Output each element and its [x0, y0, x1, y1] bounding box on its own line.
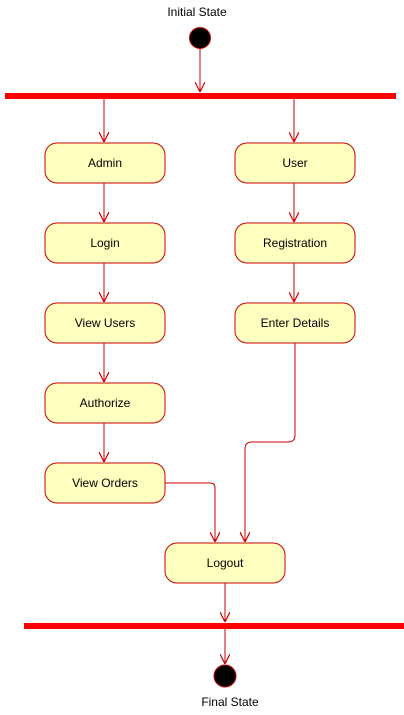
activity-logout: Logout [164, 542, 286, 584]
join-bar [24, 623, 404, 629]
activity-registration-label: Registration [263, 236, 327, 250]
activity-login-label: Login [90, 236, 119, 250]
activity-authorize-label: Authorize [80, 396, 131, 410]
fork-bar [5, 93, 396, 99]
activity-logout-label: Logout [207, 556, 244, 570]
edge-enter-details-to-logout [245, 343, 296, 541]
activity-user-label: User [282, 156, 307, 170]
initial-state-node [189, 27, 211, 49]
activity-admin: Admin [44, 142, 166, 184]
activity-enter-details-label: Enter Details [261, 316, 330, 330]
edge-view-orders-to-logout [165, 482, 215, 541]
activity-view-users: View Users [44, 302, 166, 344]
activity-admin-label: Admin [88, 156, 122, 170]
activity-registration: Registration [234, 222, 356, 264]
activity-authorize: Authorize [44, 382, 166, 424]
final-state-label: Final State [201, 695, 259, 709]
final-state-node [213, 664, 237, 688]
activity-view-orders-label: View Orders [72, 476, 138, 490]
activity-enter-details: Enter Details [234, 302, 356, 344]
activity-user: User [234, 142, 356, 184]
initial-state-label: Initial State [167, 5, 227, 19]
activity-view-users-label: View Users [75, 316, 135, 330]
activity-login: Login [44, 222, 166, 264]
activity-view-orders: View Orders [44, 462, 166, 504]
